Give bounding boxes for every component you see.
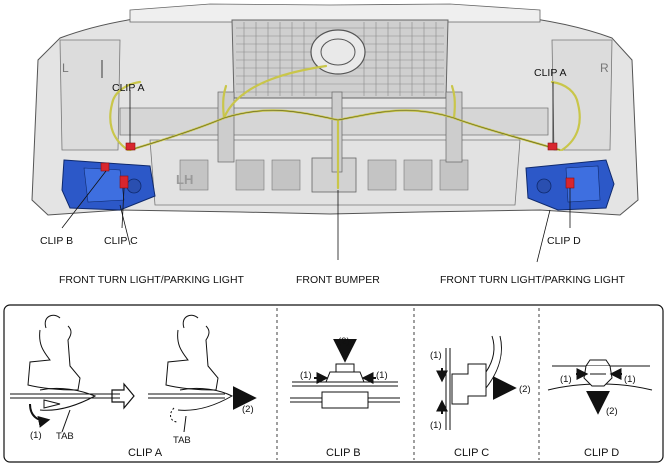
- label-turn-light-left: FRONT TURN LIGHT/PARKING LIGHT: [59, 274, 245, 286]
- panel-dividers: [276, 308, 540, 460]
- clip-b-caption: CLIP B: [326, 447, 361, 459]
- clip-c-marker: [119, 175, 129, 189]
- clip-c-caption: CLIP C: [454, 447, 489, 459]
- clip-d-marker: [565, 177, 575, 189]
- clip-d-caption: CLIP D: [584, 447, 619, 459]
- label-clip-a-left: CLIP A: [112, 82, 145, 94]
- clip-d-step1-left: (1): [560, 374, 572, 385]
- clip-b-step2: (2): [338, 336, 350, 347]
- clip-c-step1-bottom: (1): [430, 420, 442, 431]
- clip-c-step2: (2): [519, 384, 531, 395]
- lh-mark: LH: [176, 172, 193, 187]
- side-right-letter: R: [600, 61, 609, 75]
- label-clip-c: CLIP C: [104, 235, 138, 247]
- clip-d-step2: (2): [606, 406, 618, 417]
- bumper-illustration: LH L R: [31, 3, 639, 263]
- clip-a-tab-label-1: TAB: [56, 431, 74, 442]
- clip-a-left-marker: [125, 142, 136, 151]
- detail-panel-box: [3, 304, 664, 463]
- clip-a-caption: CLIP A: [128, 447, 163, 459]
- clip-c-step1-top: (1): [430, 350, 442, 361]
- label-clip-b: CLIP B: [40, 235, 73, 247]
- clip-b-step1-left: (1): [300, 370, 312, 381]
- clip-b-marker: [100, 162, 110, 172]
- clip-b-step1-right: (1): [376, 370, 388, 381]
- clip-d-step1-right: (1): [624, 374, 636, 385]
- label-clip-a-right: CLIP A: [534, 67, 567, 79]
- clip-c-detail: [436, 335, 517, 430]
- clip-a-tab-label-2: TAB: [173, 435, 191, 446]
- grille-mesh: [231, 19, 449, 99]
- label-turn-light-right: FRONT TURN LIGHT/PARKING LIGHT: [440, 274, 626, 286]
- label-front-bumper: FRONT BUMPER: [296, 274, 380, 286]
- clip-d-detail: [547, 359, 653, 415]
- clip-a-step1: (1): [30, 430, 42, 441]
- side-left-letter: L: [62, 61, 69, 75]
- clip-a-step2: (2): [242, 404, 254, 415]
- label-clip-d: CLIP D: [547, 235, 581, 247]
- clip-b-detail: [290, 338, 400, 409]
- clip-a-detail: [10, 314, 257, 433]
- clip-a-right-marker: [547, 142, 558, 151]
